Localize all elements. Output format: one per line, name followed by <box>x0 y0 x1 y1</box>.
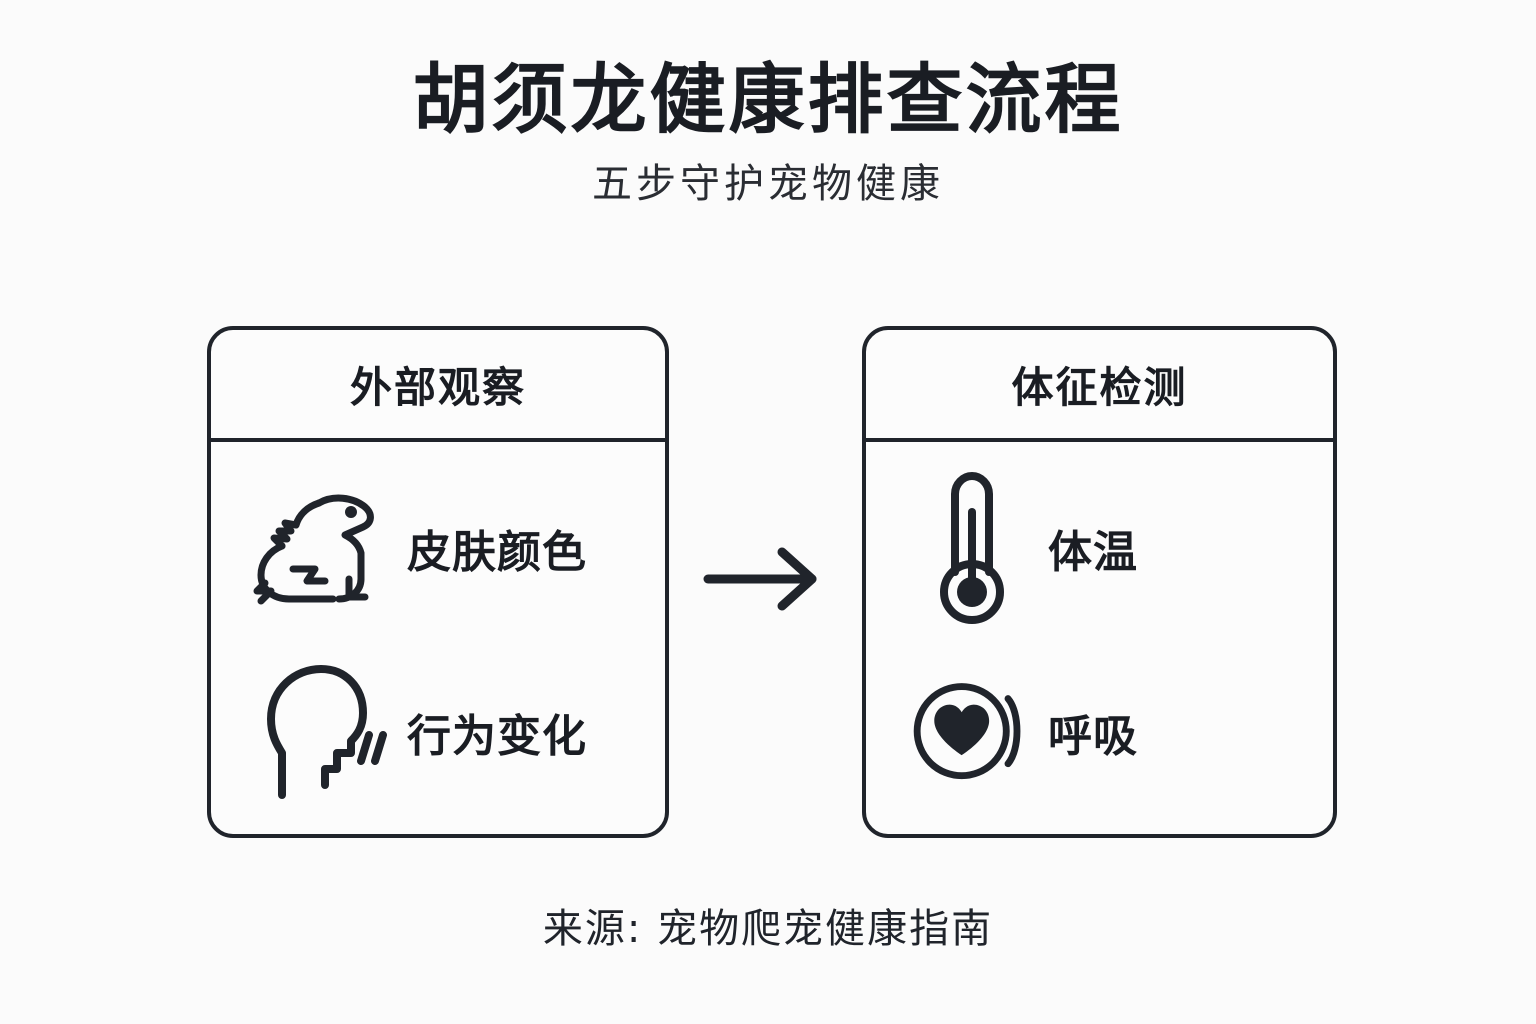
list-item-label: 体温 <box>1048 527 1138 578</box>
card-header: 体征检测 <box>866 330 1333 442</box>
flow-card-external-observation[interactable]: 外部观察 <box>207 326 669 838</box>
page-title: 胡须龙健康排查流程 <box>412 55 1124 144</box>
flow-card-vital-signs[interactable]: 体征检测 体温 <box>862 326 1337 838</box>
list-item[interactable]: 呼吸 <box>866 652 1333 812</box>
card-body: 体温 呼吸 <box>866 442 1333 812</box>
card-title: 体征检测 <box>1011 362 1188 412</box>
list-item[interactable]: 体温 <box>866 468 1333 628</box>
lizard-icon <box>241 473 391 623</box>
page-header: 胡须龙健康排查流程 五步守护宠物健康 <box>0 0 1536 207</box>
heartbeat-circle-icon <box>912 657 1032 807</box>
card-title: 外部观察 <box>349 362 526 412</box>
source-note: 来源: 宠物爬宠健康指南 <box>542 906 994 952</box>
page-footer: 来源: 宠物爬宠健康指南 <box>0 896 1536 954</box>
arrow-right-icon <box>700 544 830 614</box>
list-item-label: 行为变化 <box>407 711 587 762</box>
card-body: 皮肤颜色 行为变化 <box>211 442 665 812</box>
list-item[interactable]: 皮肤颜色 <box>211 468 665 628</box>
speaking-head-icon <box>241 657 391 807</box>
list-item-label: 皮肤颜色 <box>407 527 587 578</box>
list-item-label: 呼吸 <box>1048 711 1138 762</box>
flow-diagram: 外部观察 <box>0 326 1536 842</box>
card-header: 外部观察 <box>211 330 665 442</box>
thermometer-icon <box>912 472 1032 624</box>
list-item[interactable]: 行为变化 <box>211 652 665 812</box>
page-subtitle: 五步守护宠物健康 <box>592 161 944 207</box>
